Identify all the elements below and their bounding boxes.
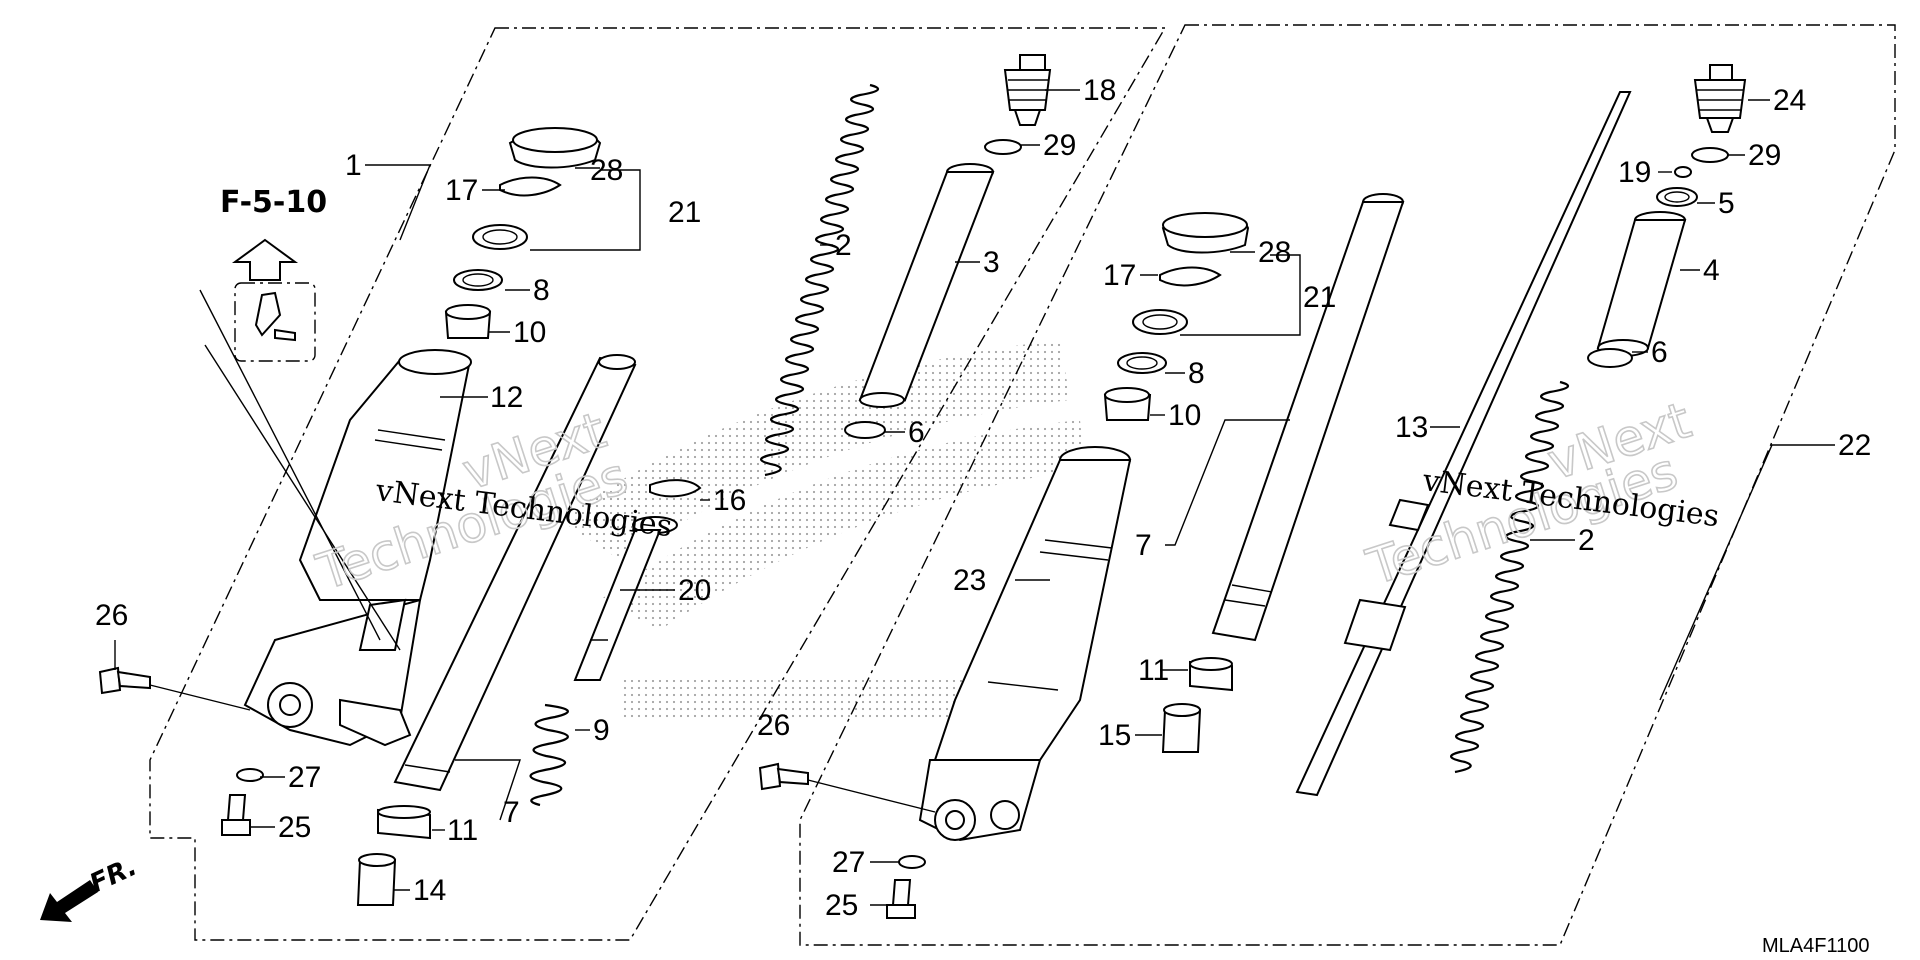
callout: 21: [668, 196, 701, 229]
callout: 3: [983, 246, 1000, 279]
callout: 2: [1578, 524, 1595, 557]
fork-spring-2-right: [1450, 380, 1570, 774]
callout: 17: [445, 174, 478, 207]
outer-tube-12: [298, 349, 472, 601]
washer-8-left: [453, 269, 503, 291]
callouts-left: 1 28 17 21 2 8 10 12 16 20 26 9 27 25 11…: [95, 149, 852, 907]
slide-bushing-11-right: [1189, 657, 1233, 692]
callout: 20: [678, 574, 711, 607]
slide-bushing-11-left: [377, 805, 431, 840]
callout: 12: [490, 381, 523, 414]
axle-bracket-right: [918, 759, 1042, 842]
callout: 10: [513, 316, 546, 349]
spring-seat-6-middle: [844, 421, 886, 439]
callout: 21: [1303, 281, 1336, 314]
callout: 7: [503, 796, 520, 829]
callout: 25: [278, 811, 311, 844]
up-outline-arrow-icon: [231, 238, 299, 281]
nut-19: [1674, 166, 1692, 178]
rebound-spring-9: [529, 703, 569, 807]
washer-27-left: [236, 768, 264, 782]
callout: 27: [832, 846, 865, 879]
o-ring-29-right: [1691, 147, 1729, 163]
callout: 7: [1135, 529, 1152, 562]
guide-bushing-14: [356, 853, 397, 906]
adjuster-cap-24: [1693, 64, 1747, 133]
callout: 4: [1703, 254, 1720, 287]
bolt-25-middle: [886, 879, 916, 919]
callout: 19: [1618, 156, 1651, 189]
inner-tube-7-left: [393, 354, 637, 792]
callouts-middle: 18 29 3 6 23 26 27 25: [757, 74, 1116, 922]
callout: 6: [908, 416, 925, 449]
spring-seat-6-right: [1587, 348, 1633, 368]
callout: 8: [533, 274, 550, 307]
callout: 22: [1838, 429, 1871, 462]
callout: 10: [1168, 399, 1201, 432]
diagram-code: MLA4F1100: [1762, 935, 1869, 957]
callout: 5: [1718, 187, 1735, 220]
inner-tube-7-right: [1211, 193, 1405, 642]
callout: 26: [757, 709, 790, 742]
callout: 29: [1043, 129, 1076, 162]
callout: 2: [835, 229, 852, 262]
spacer-4: [1596, 211, 1687, 357]
callout: 24: [1773, 84, 1806, 117]
washer-27-middle: [898, 855, 926, 869]
callout: 16: [713, 484, 746, 517]
stopper-ring-16: [649, 479, 702, 498]
clip-17-right: [1159, 266, 1222, 287]
washer-8-right: [1117, 352, 1167, 374]
leader-lines: [114, 89, 1835, 906]
adjuster-cap-18: [1003, 54, 1052, 126]
bushing-10-right: [1103, 387, 1152, 421]
callout: 23: [953, 564, 986, 597]
dust-seal-28-left: [508, 127, 602, 169]
callouts-right: 28 17 21 8 10 7 11 15 13 24 29 19 5 4 6 …: [1098, 84, 1871, 752]
bolt-25-left: [221, 794, 251, 836]
callout: 15: [1098, 719, 1131, 752]
dust-seal-28-right: [1161, 212, 1250, 254]
callout: 13: [1395, 411, 1428, 444]
reference-label: F-5-10: [220, 185, 327, 220]
spacer-3: [858, 163, 995, 408]
callout: 29: [1748, 139, 1781, 172]
bushing-10-left: [444, 304, 492, 339]
down-left-filled-arrow-icon: [40, 880, 98, 922]
callout: 11: [447, 814, 478, 847]
damper-rod-20: [573, 516, 678, 681]
callout: 26: [95, 599, 128, 632]
right-assembly-boundary: [799, 24, 1896, 946]
fork-spring-2-left: [760, 83, 880, 477]
oil-seal-21-right: [1132, 309, 1188, 335]
wing-watermark: [560, 340, 1085, 720]
callout: 28: [1258, 236, 1291, 269]
left-assembly-boundary: [149, 27, 1167, 941]
callout: 27: [288, 761, 321, 794]
callout: 11: [1138, 654, 1169, 687]
callout: 1: [345, 149, 362, 182]
guide-bushing-15: [1161, 703, 1202, 753]
callout: 8: [1188, 357, 1205, 390]
collar-5: [1656, 187, 1698, 207]
callout: 25: [825, 889, 858, 922]
callout: 18: [1083, 74, 1116, 107]
o-ring-29-middle: [984, 139, 1022, 155]
clip-17-left: [499, 176, 562, 197]
outer-tube-23: [933, 446, 1132, 761]
socket-bolt-26-left: [98, 666, 151, 695]
socket-bolt-26-middle: [758, 762, 809, 791]
oil-seal-21-left: [472, 224, 528, 250]
damper-rod-13: [1295, 91, 1632, 797]
callout: 17: [1103, 259, 1136, 292]
front-direction-label: FR.: [85, 852, 141, 900]
callout: 14: [413, 874, 446, 907]
callout: 9: [593, 714, 610, 747]
reference-inset: [199, 282, 401, 651]
callout: 28: [590, 154, 623, 187]
axle-bracket: [243, 598, 422, 747]
callout: 6: [1651, 336, 1668, 369]
